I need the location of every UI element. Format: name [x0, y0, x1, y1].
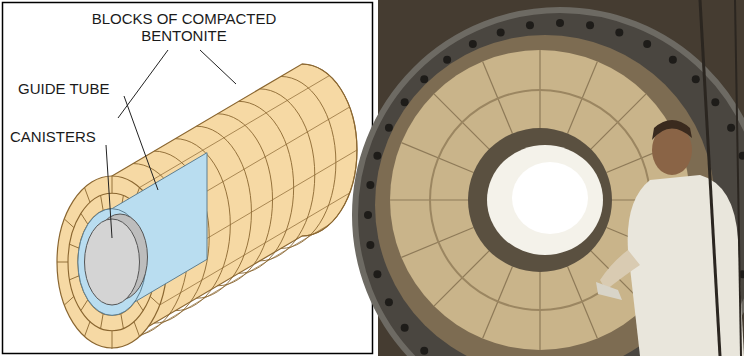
- leader-lines: [106, 50, 236, 238]
- bentonite-cylinder: [57, 64, 357, 348]
- part-label: CANISTERS: [10, 128, 120, 145]
- part-label: BLOCKS OF COMPACTED BENTONITE: [84, 10, 284, 44]
- photo: [355, 0, 744, 356]
- part-label: GUIDE TUBE: [18, 80, 128, 97]
- panel-frame: [3, 3, 373, 354]
